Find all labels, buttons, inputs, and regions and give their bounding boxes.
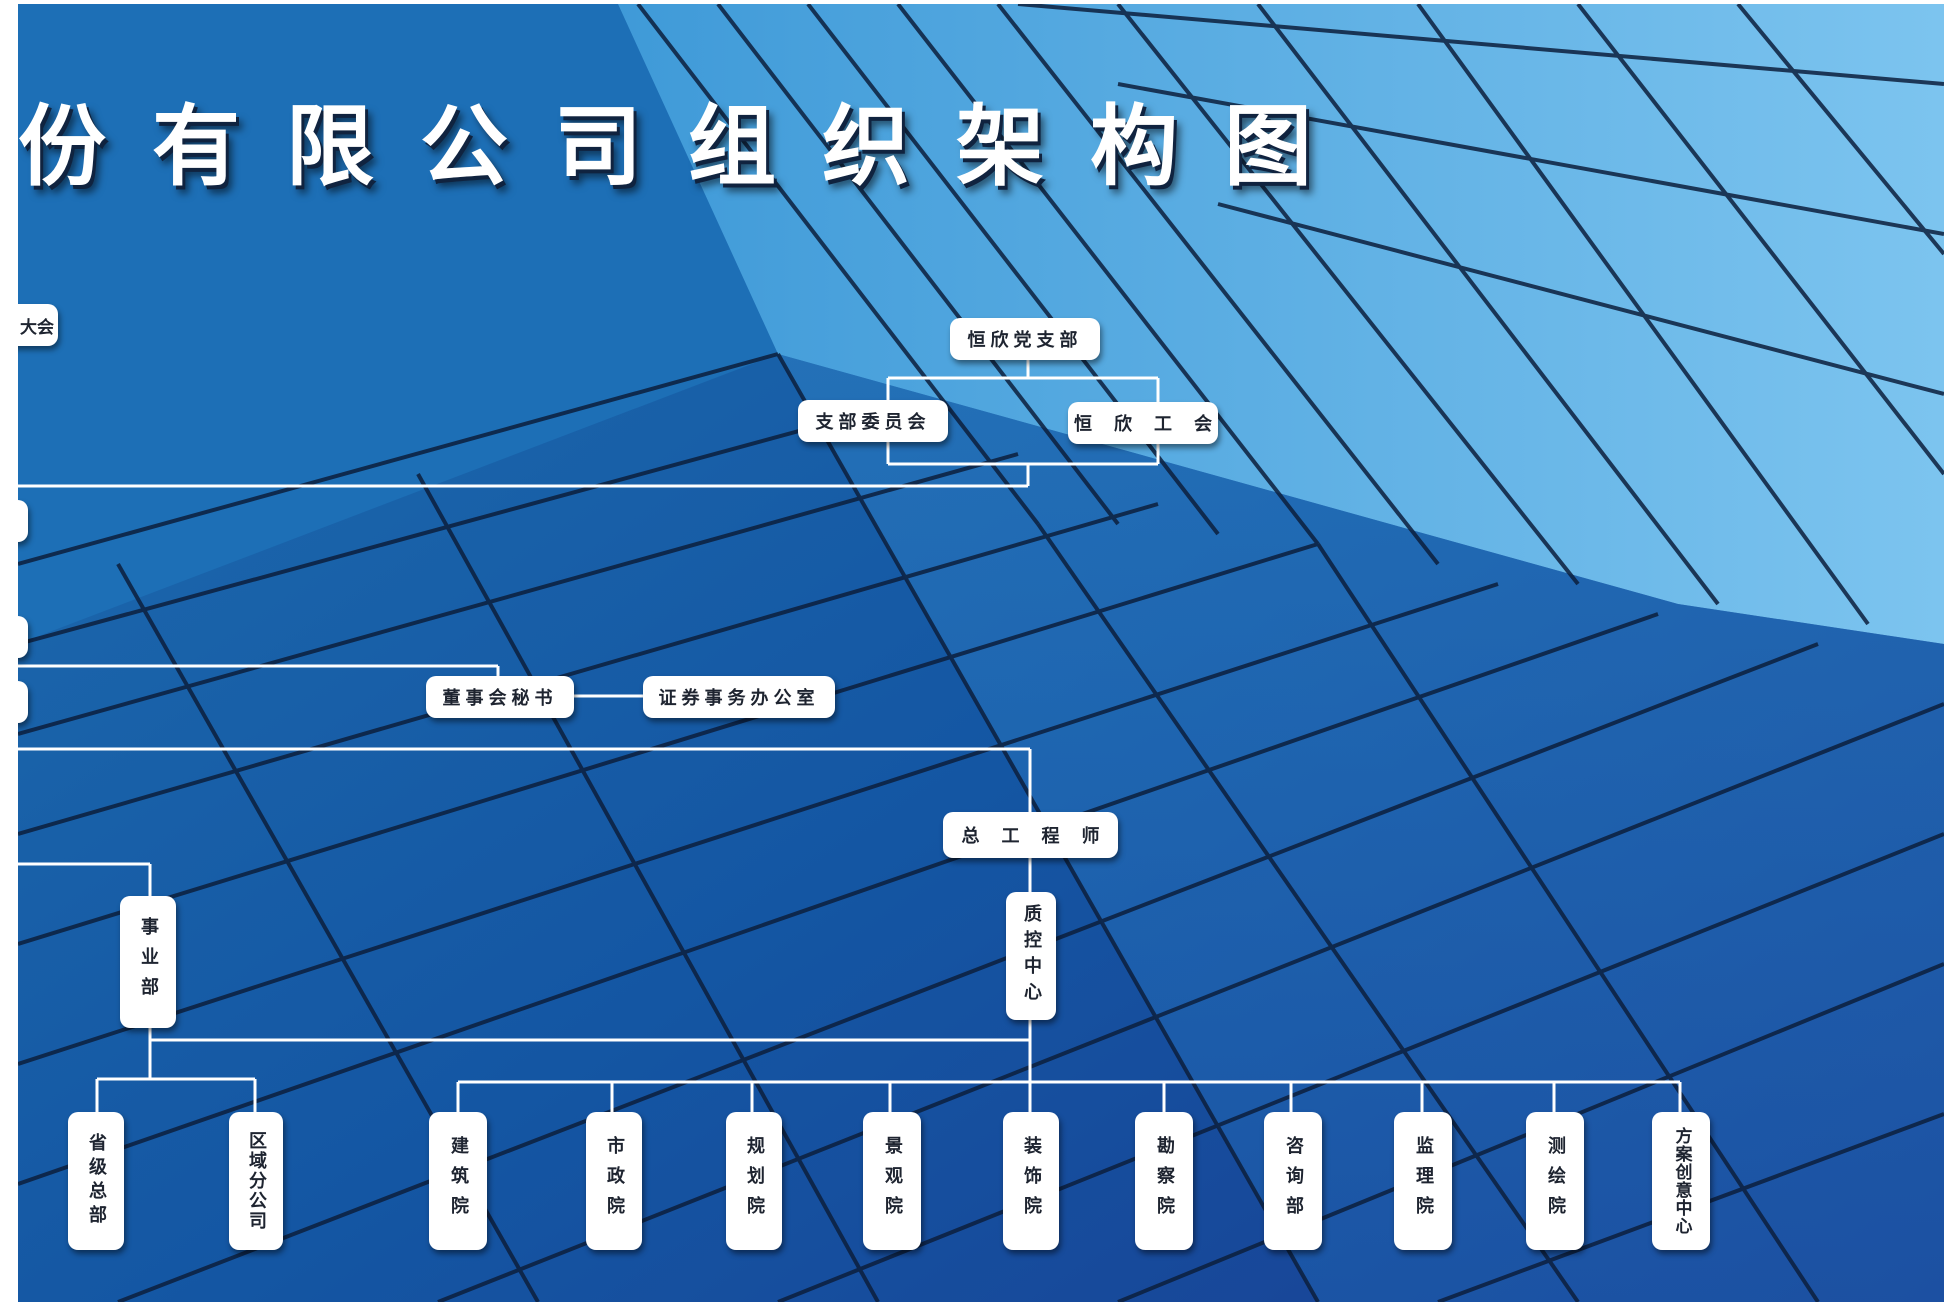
provincial-hq-box: 省级总部: [68, 1112, 124, 1250]
board-secretary-box: 董事会秘书: [426, 676, 574, 718]
decoration-institute-box: 装饰院: [1003, 1112, 1059, 1250]
background-glass-building-image: [18, 4, 1944, 1302]
branch-committee-box: 支部委员会: [798, 400, 948, 442]
clipped-box-1: [18, 500, 28, 542]
quality-center-box: 质控中心: [1006, 892, 1056, 1020]
business-dept-box: 事业部: [120, 896, 176, 1028]
chart-title: 份有限公司组织架构图: [18, 94, 1359, 198]
trade-union-box: 恒欣工会: [1068, 402, 1218, 444]
survey-institute-box: 勘察院: [1135, 1112, 1193, 1250]
design-creative-center-box: 方案创意中心: [1652, 1112, 1710, 1250]
consulting-dept-box: 咨询部: [1264, 1112, 1322, 1250]
landscape-institute-box: 景观院: [863, 1112, 921, 1250]
org-chart-canvas: 份有限公司组织架构图: [18, 4, 1944, 1302]
planning-institute-box: 规划院: [726, 1112, 782, 1250]
clipped-box-3: [18, 681, 28, 723]
chief-engineer-box: 总工程师: [943, 812, 1118, 858]
supervision-institute-box: 监理院: [1394, 1112, 1452, 1250]
architecture-institute-box: 建筑院: [429, 1112, 487, 1250]
regional-branch-box: 区域分公司: [229, 1112, 283, 1250]
shareholders-meeting-box: 大会: [18, 304, 58, 346]
party-branch-box: 恒欣党支部: [950, 318, 1100, 360]
municipal-institute-box: 市政院: [586, 1112, 642, 1250]
clipped-box-2: [18, 616, 28, 658]
securities-office-box: 证券事务办公室: [643, 676, 835, 718]
connector-lines: [18, 359, 1682, 1112]
mapping-institute-box: 测绘院: [1526, 1112, 1584, 1250]
